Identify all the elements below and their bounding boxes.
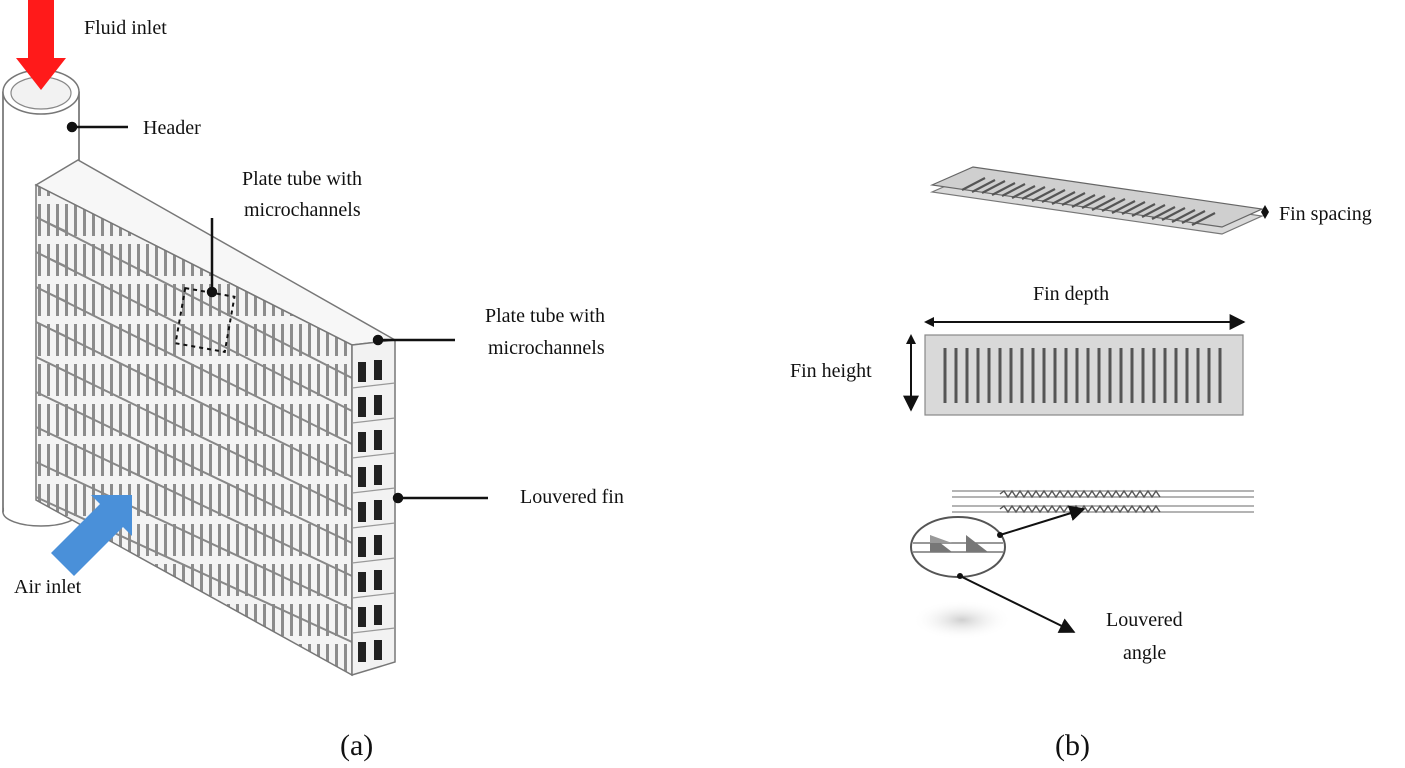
louvered-fin-label: Louvered fin <box>520 486 624 508</box>
fin-spacing-plates <box>929 166 1269 235</box>
fin-depth-label: Fin depth <box>1033 283 1109 305</box>
spacing-louvers <box>961 177 1216 226</box>
plate-tube-label-2-line1: Plate tube with <box>485 305 605 327</box>
fin-spacing-marker <box>1261 205 1269 219</box>
fin-depth-arrow-start <box>924 317 934 327</box>
louvered-angle-arrow <box>959 575 1076 633</box>
magnifier-arrow-origin <box>997 532 1003 538</box>
louvered-angle-label-line1: Louvered <box>1106 609 1183 631</box>
leader-lines-a <box>66 121 488 504</box>
angle-arrow-origin <box>957 573 963 579</box>
air-inlet-label: Air inlet <box>14 576 82 598</box>
plate-tube-label-1-line1: Plate tube with <box>242 168 362 190</box>
louver-magnifier <box>910 516 1006 578</box>
panel-b-fin-geometry: Fin spacing Fin depth <box>790 166 1372 762</box>
louvered-angle-label-line2: angle <box>1123 642 1166 664</box>
header-label: Header <box>143 117 201 139</box>
fin-spacing-label: Fin spacing <box>1279 203 1372 225</box>
end-face-microchannels <box>351 339 396 677</box>
air-inlet-arrow <box>51 495 132 576</box>
plate-tube-rows <box>35 216 353 643</box>
panel-a-caption: (a) <box>340 729 373 762</box>
plate-tube-label-1-line2: microchannels <box>244 199 361 221</box>
panel-b-caption: (b) <box>1055 729 1090 762</box>
fin-height-arrow-start <box>906 334 916 344</box>
shadow-blob <box>912 600 1012 640</box>
panel-a-heat-exchanger: Fluid inlet Header Plate tube with micro… <box>2 0 624 762</box>
plate-tube-label-2-line2: microchannels <box>488 337 605 359</box>
left-fin-edges <box>35 216 69 478</box>
louver-side-profile <box>952 489 1254 514</box>
magnifier-to-profile-arrow <box>999 505 1086 536</box>
fin-front-view <box>924 334 1244 416</box>
fluid-inlet-arrow <box>16 0 66 90</box>
fluid-inlet-label: Fluid inlet <box>84 17 167 39</box>
fin-height-label: Fin height <box>790 360 872 382</box>
